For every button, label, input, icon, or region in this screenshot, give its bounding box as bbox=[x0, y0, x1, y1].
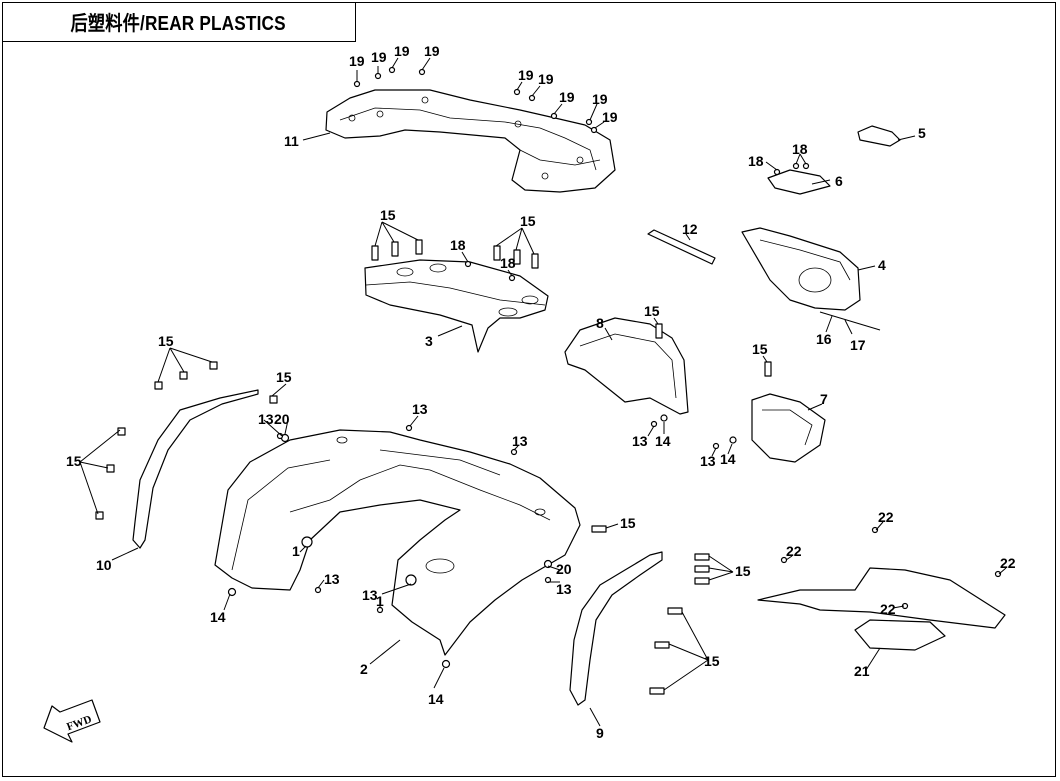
callout-20: 20 bbox=[556, 561, 572, 577]
callout-18: 18 bbox=[450, 237, 466, 253]
fwd-arrow-icon: FWD bbox=[43, 699, 101, 743]
callout-19: 19 bbox=[424, 43, 440, 59]
part-small-bracket bbox=[857, 125, 901, 147]
page-title: 后塑料件/REAR PLASTICS bbox=[70, 13, 287, 35]
callout-18: 18 bbox=[792, 141, 808, 157]
callout-19: 19 bbox=[559, 89, 575, 105]
part-rear-panel bbox=[741, 227, 881, 331]
callout-22: 22 bbox=[878, 509, 894, 525]
bolts-and-nuts bbox=[227, 66, 1002, 669]
part-trim-strip bbox=[647, 229, 716, 265]
callout-16: 16 bbox=[816, 331, 832, 347]
callout-13: 13 bbox=[700, 453, 716, 469]
callout-19: 19 bbox=[371, 49, 387, 65]
part-storage-tray bbox=[364, 259, 549, 353]
callout-14: 14 bbox=[428, 691, 444, 707]
callout-7: 7 bbox=[820, 391, 828, 407]
callout-13: 13 bbox=[632, 433, 648, 449]
callout-15: 15 bbox=[735, 563, 751, 579]
callout-15: 15 bbox=[644, 303, 660, 319]
callout-13: 13 bbox=[258, 411, 274, 427]
clip-fasteners bbox=[95, 239, 772, 695]
callout-15: 15 bbox=[620, 515, 636, 531]
callout-11: 11 bbox=[284, 133, 299, 149]
callout-19: 19 bbox=[394, 43, 410, 59]
callout-15: 15 bbox=[66, 453, 82, 469]
callout-19: 19 bbox=[349, 53, 365, 69]
callout-13: 13 bbox=[556, 581, 572, 597]
callout-1: 1 bbox=[292, 543, 300, 559]
callout-19: 19 bbox=[538, 71, 554, 87]
part-mount-plate bbox=[767, 169, 831, 195]
callout-13: 13 bbox=[324, 571, 340, 587]
callout-labels: 19 19 19 19 19 19 19 19 19 11 5 18 18 6 … bbox=[66, 43, 1016, 741]
callout-21: 21 bbox=[854, 663, 870, 679]
callout-19: 19 bbox=[518, 67, 534, 83]
callout-12: 12 bbox=[682, 221, 698, 237]
callout-22: 22 bbox=[1000, 555, 1016, 571]
callout-13: 13 bbox=[362, 587, 378, 603]
callout-19: 19 bbox=[602, 109, 618, 125]
leader-lines bbox=[79, 57, 1007, 727]
callout-5: 5 bbox=[918, 125, 926, 141]
part-left-mud-flap bbox=[132, 389, 259, 549]
callout-14: 14 bbox=[720, 451, 736, 467]
callout-19: 19 bbox=[592, 91, 608, 107]
callout-1: 1 bbox=[376, 593, 384, 609]
callout-15: 15 bbox=[276, 369, 292, 385]
title-box: 后塑料件/REAR PLASTICS bbox=[2, 2, 356, 42]
part-right-mud-flap bbox=[569, 551, 663, 706]
part-rear-fender bbox=[214, 429, 581, 656]
part-rear-rack bbox=[325, 89, 616, 193]
callout-2: 2 bbox=[360, 661, 368, 677]
callout-14: 14 bbox=[210, 609, 226, 625]
callout-20: 20 bbox=[274, 411, 290, 427]
part-inner-fender-left bbox=[564, 317, 689, 415]
callout-6: 6 bbox=[835, 173, 843, 189]
callout-15: 15 bbox=[380, 207, 396, 223]
callout-9: 9 bbox=[596, 725, 604, 741]
callout-8: 8 bbox=[596, 315, 604, 331]
callout-22: 22 bbox=[786, 543, 802, 559]
callout-14: 14 bbox=[655, 433, 671, 449]
callout-13: 13 bbox=[512, 433, 528, 449]
callout-18: 18 bbox=[748, 153, 764, 169]
callout-17: 17 bbox=[850, 337, 866, 353]
callout-15: 15 bbox=[158, 333, 174, 349]
callout-3: 3 bbox=[425, 333, 433, 349]
callout-4: 4 bbox=[878, 257, 886, 273]
part-inner-fender-right bbox=[751, 393, 826, 463]
callout-22: 22 bbox=[880, 601, 896, 617]
callout-15: 15 bbox=[752, 341, 768, 357]
part-skid-plate bbox=[757, 567, 1006, 651]
callout-10: 10 bbox=[96, 557, 112, 573]
callout-15: 15 bbox=[520, 213, 536, 229]
callout-13: 13 bbox=[412, 401, 428, 417]
callout-18: 18 bbox=[500, 255, 516, 271]
callout-15: 15 bbox=[704, 653, 720, 669]
